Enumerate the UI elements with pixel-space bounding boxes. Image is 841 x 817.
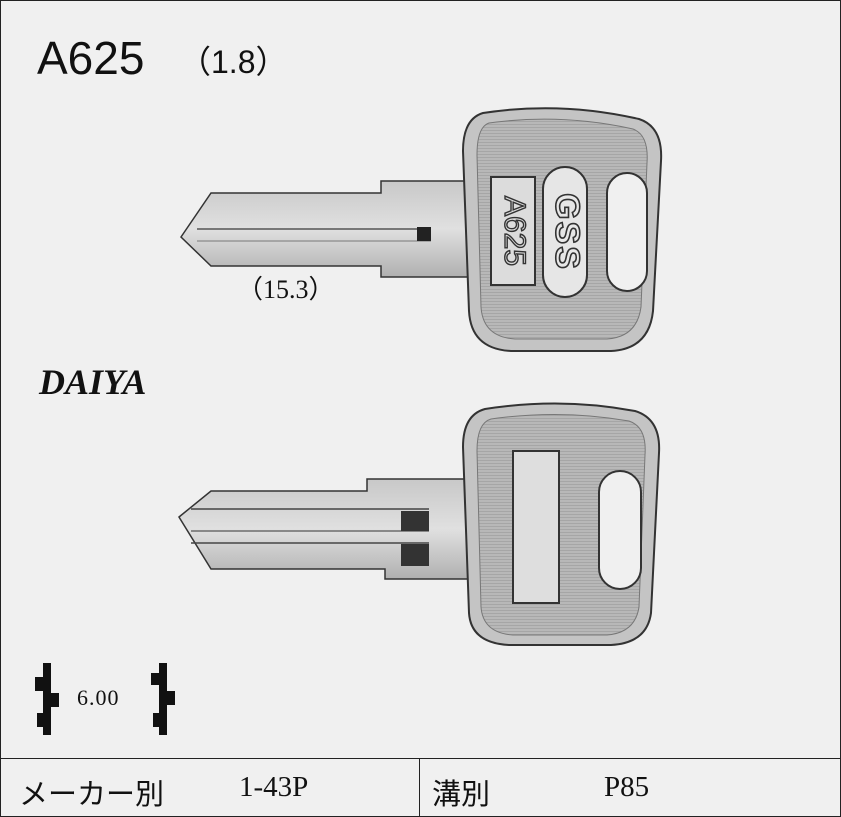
key-front-code-plate — [490, 176, 536, 286]
key-front-engraving-brand: GSS — [548, 193, 586, 271]
key-code: A625 — [37, 32, 145, 84]
groove-value: P85 — [604, 771, 650, 803]
key-back-groove-upper — [401, 511, 429, 531]
blade-length: （15.3） — [237, 275, 335, 304]
spec-footer: メーカー別 1-43P 溝別 P85 — [1, 758, 840, 817]
key-back — [178, 402, 661, 646]
maker-value: 1-43P — [239, 771, 309, 803]
key-back-groove-lower — [401, 544, 429, 566]
groove-cell: 溝別 P85 — [420, 759, 840, 817]
key-front-groove-end — [417, 227, 431, 241]
key-front: GSS A625 — [180, 107, 663, 352]
maker-cell: メーカー別 1-43P — [1, 759, 420, 817]
groove-label: 溝別 — [432, 779, 491, 811]
key-illustrations: GSS A625 — [35, 107, 663, 735]
key-back-hole — [598, 470, 642, 590]
profile-width: 6.00 — [77, 685, 120, 710]
brand-name: DAIYA — [39, 362, 147, 402]
profile-symbol-left — [35, 663, 59, 735]
profile-symbol-right — [151, 663, 175, 735]
key-front-gss-oval — [542, 166, 588, 298]
key-thickness: （1.8） — [179, 44, 288, 80]
key-back-blank-plate — [512, 450, 560, 604]
key-front-hole — [606, 172, 648, 292]
key-front-engraving-code: A625 — [498, 196, 531, 266]
maker-label: メーカー別 — [19, 779, 165, 811]
